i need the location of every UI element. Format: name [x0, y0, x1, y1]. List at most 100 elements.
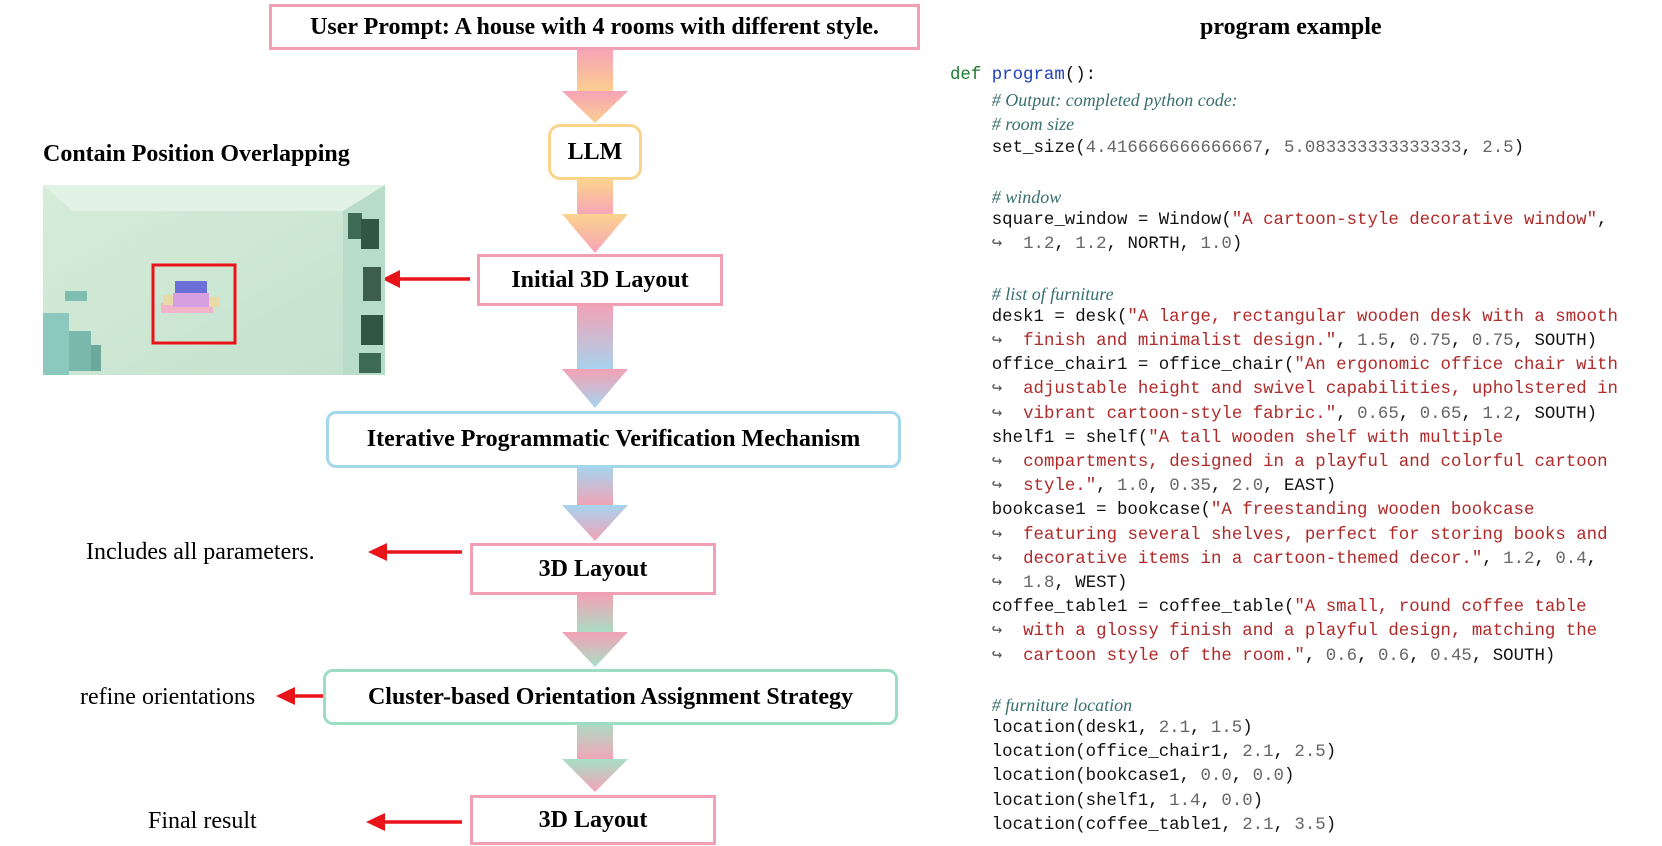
code-token: 2.1 — [1242, 743, 1274, 763]
code-token: ↪ — [950, 380, 1024, 400]
code-line: ↪ cartoon style of the room.", 0.6, 0.6,… — [950, 645, 1618, 669]
code-token: 5.083333333333333 — [1283, 138, 1462, 158]
code-token: "A tall wooden shelf with multiple — [1148, 428, 1504, 448]
code-line: ↪ compartments, designed in a playful an… — [950, 451, 1618, 475]
code-token — [950, 287, 992, 306]
code-token: , SOUTH) — [1513, 404, 1598, 424]
code-line: ↪ decorative items in a cartoon-themed d… — [950, 548, 1618, 572]
code-token: # window — [991, 186, 1062, 207]
code-token: 2.5 — [1294, 743, 1326, 763]
code-token: , — [1273, 815, 1295, 835]
verification-mechanism-box: Iterative Programmatic Verification Mech… — [326, 411, 901, 468]
code-token: , — [1336, 404, 1358, 424]
arrow-llm-to-initial-layout — [562, 180, 628, 253]
code-line: shelf1 = shelf("A tall wooden shelf with… — [950, 427, 1618, 451]
code-token: 0.75 — [1409, 332, 1451, 352]
code-token: set_size( — [950, 138, 1086, 158]
code-token: , — [1461, 138, 1483, 158]
final-result-note: Final result — [148, 808, 257, 834]
orientation-strategy-box: Cluster-based Orientation Assignment Str… — [323, 669, 898, 725]
code-token: ↪ — [950, 332, 1024, 352]
code-line: location(bookcase1, 0.0, 0.0) — [950, 765, 1618, 789]
arrow-initial-layout-to-verification — [562, 305, 628, 408]
code-line: # window — [950, 185, 1618, 209]
code-token: 2.0 — [1231, 477, 1264, 497]
code-token: , — [1210, 477, 1232, 497]
llm-box: LLM — [548, 124, 642, 180]
code-token: "A freestanding wooden bookcase — [1210, 501, 1535, 521]
code-token: , — [1304, 646, 1326, 666]
code-token: ↪ — [950, 235, 1024, 255]
code-token: finish and minimalist design." — [1023, 332, 1337, 352]
code-token: 0.0 — [1200, 767, 1232, 787]
code-token: 0.0 — [1221, 791, 1253, 811]
code-token — [950, 117, 992, 136]
code-token: "A small, round coffee table — [1294, 598, 1587, 618]
code-token: , — [1451, 332, 1472, 352]
code-token: ) — [1242, 719, 1253, 739]
code-line: coffee_table1 = coffee_table("A small, r… — [950, 596, 1618, 620]
code-line: # Output: completed python code: — [950, 88, 1618, 112]
code-token: def — [950, 66, 992, 85]
code-token: 0.65 — [1419, 404, 1462, 424]
code-line: set_size(4.416666666666667, 5.0833333333… — [950, 137, 1618, 161]
code-line: location(coffee_table1, 2.1, 3.5) — [950, 814, 1618, 838]
code-token: , SOUTH) — [1513, 332, 1598, 352]
code-token: , — [1200, 791, 1222, 811]
code-line: ↪ style.", 1.0, 0.35, 2.0, EAST) — [950, 475, 1618, 499]
code-token: 1.2 — [1075, 235, 1107, 255]
code-token: ↪ — [950, 573, 1024, 593]
initial-3d-layout-box: Initial 3D Layout — [477, 254, 723, 306]
llm-label: LLM — [567, 138, 623, 165]
code-token: with a glossy finish and a playful desig… — [1023, 622, 1598, 642]
code-token: 4.416666666666667 — [1085, 138, 1264, 158]
code-token: , — [1398, 404, 1420, 424]
code-token: vibrant cartoon-style fabric." — [1023, 404, 1337, 424]
code-token: 2.1 — [1158, 719, 1191, 739]
code-token: , — [1273, 743, 1295, 763]
code-line: bookcase1 = bookcase("A freestanding woo… — [950, 499, 1618, 523]
code-token: , — [1054, 235, 1076, 255]
code-token: ↪ — [950, 549, 1024, 569]
code-token: 0.35 — [1169, 477, 1211, 497]
code-token — [950, 190, 992, 209]
code-token: 0.6 — [1325, 646, 1358, 666]
code-token: # furniture location — [991, 694, 1133, 715]
code-token: "A cartoon-style decorative window" — [1231, 211, 1598, 231]
overlap-render-image — [43, 185, 385, 375]
verification-mechanism-label: Iterative Programmatic Verification Mech… — [366, 426, 861, 452]
red-arrow-to-final-note — [366, 813, 462, 831]
code-token: 0.6 — [1377, 646, 1410, 666]
code-token: compartments, designed in a playful and … — [1023, 453, 1608, 472]
code-token: # room size — [991, 114, 1075, 135]
code-token: ↪ — [950, 453, 1024, 472]
code-token: , SOUTH) — [1471, 646, 1556, 666]
code-token: 2.5 — [1482, 138, 1514, 158]
code-token: desk1 = desk( — [950, 307, 1128, 327]
code-token: adjustable height and swivel capabilitie… — [1023, 380, 1618, 400]
code-token: bookcase1 = bookcase( — [950, 501, 1211, 521]
code-token: ) — [1325, 815, 1337, 835]
red-arrow-to-overlap-image — [382, 270, 470, 288]
code-token: ↪ — [950, 404, 1024, 424]
code-token: ↪ — [950, 646, 1024, 666]
orientation-strategy-label: Cluster-based Orientation Assignment Str… — [367, 683, 854, 710]
code-token: 1.2 — [1503, 549, 1535, 569]
code-line: # list of furniture — [950, 282, 1618, 306]
code-token: , WEST) — [1054, 573, 1128, 593]
code-token: 1.5 — [1357, 332, 1389, 352]
overlap-highlight-box — [151, 263, 237, 345]
code-token: 0.0 — [1252, 767, 1284, 787]
code-line: def program(): — [950, 64, 1618, 88]
code-token: , — [1231, 767, 1253, 787]
code-token: coffee_table1 = coffee_table( — [950, 598, 1295, 618]
code-token: location(shelf1, — [950, 791, 1170, 811]
code-line: ↪ finish and minimalist design.", 1.5, 0… — [950, 330, 1618, 354]
code-listing: def program(): # Output: completed pytho… — [950, 64, 1618, 838]
code-token: ) — [1252, 791, 1264, 811]
code-line: ↪ 1.8, WEST) — [950, 572, 1618, 596]
code-token: 0.45 — [1430, 646, 1472, 666]
code-line: # furniture location — [950, 693, 1618, 717]
code-token: 0.75 — [1471, 332, 1514, 352]
